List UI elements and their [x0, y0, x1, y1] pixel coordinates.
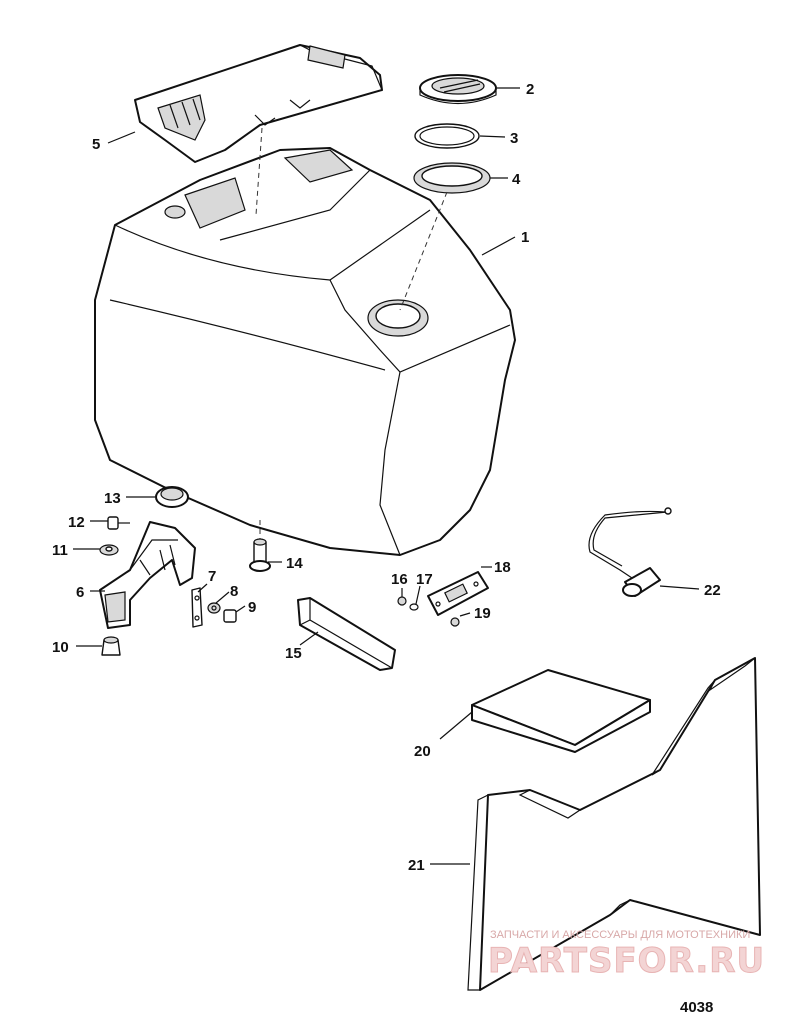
part-4-ring — [413, 162, 491, 194]
figure-number: 4038 — [680, 999, 713, 1016]
callout-18: 18 — [494, 559, 511, 576]
callout-15: 15 — [285, 645, 302, 662]
callout-9: 9 — [248, 599, 256, 616]
part-20-pad — [471, 669, 651, 753]
callout-11: 11 — [52, 542, 68, 559]
part-9-nut — [223, 609, 237, 623]
part-1-main-cowl — [94, 147, 516, 556]
callout-5: 5 — [92, 136, 100, 153]
part-7-plate — [191, 587, 203, 628]
part-10-plunger — [101, 636, 121, 656]
callout-20: 20 — [414, 743, 431, 760]
part-2-cap — [419, 74, 497, 104]
part-5-top-cover — [134, 44, 383, 163]
callout-17: 17 — [416, 571, 433, 588]
callout-21: 21 — [408, 857, 425, 874]
callout-14: 14 — [286, 555, 303, 572]
callout-19: 19 — [474, 605, 491, 622]
part-17-washer — [409, 603, 419, 611]
part-22-cable-lamp — [588, 507, 672, 597]
watermark-brand: PARTSFOR.RU — [488, 941, 765, 981]
callout-22: 22 — [704, 582, 721, 599]
callout-4: 4 — [512, 171, 521, 188]
callout-10: 10 — [52, 639, 69, 656]
part-15-angle — [297, 597, 396, 671]
callout-8: 8 — [230, 583, 238, 600]
part-21-foam-panel — [467, 657, 761, 991]
part-18-latch-plate — [427, 571, 489, 616]
callout-3: 3 — [510, 130, 518, 147]
callout-16: 16 — [391, 571, 408, 588]
part-14-stud — [249, 538, 271, 572]
part-3-ring — [414, 123, 480, 149]
callout-12: 12 — [68, 514, 85, 531]
watermark: ЗАПЧАСТИ И АКСЕССУАРЫ ДЛЯ МОТОТЕХНИКИ PA… — [488, 929, 765, 982]
watermark-tagline: ЗАПЧАСТИ И АКСЕССУАРЫ ДЛЯ МОТОТЕХНИКИ — [490, 929, 750, 941]
alignment-lines — [255, 127, 448, 540]
part-19-nut — [450, 617, 460, 627]
callout-labels: 1 2 3 4 5 6 7 8 9 10 11 12 13 14 15 16 1… — [52, 81, 721, 874]
callout-1: 1 — [521, 229, 529, 246]
part-8-washer — [207, 602, 221, 614]
part-16-screw — [397, 596, 407, 606]
leader-lines — [73, 87, 700, 865]
callout-13: 13 — [104, 490, 121, 507]
callout-2: 2 — [526, 81, 534, 98]
part-12-screw — [107, 516, 130, 530]
callout-6: 6 — [76, 584, 84, 601]
part-6-latch-bracket — [99, 521, 196, 629]
part-13-grommet — [155, 486, 189, 508]
callout-7: 7 — [208, 568, 216, 585]
part-11-washer — [99, 544, 119, 556]
